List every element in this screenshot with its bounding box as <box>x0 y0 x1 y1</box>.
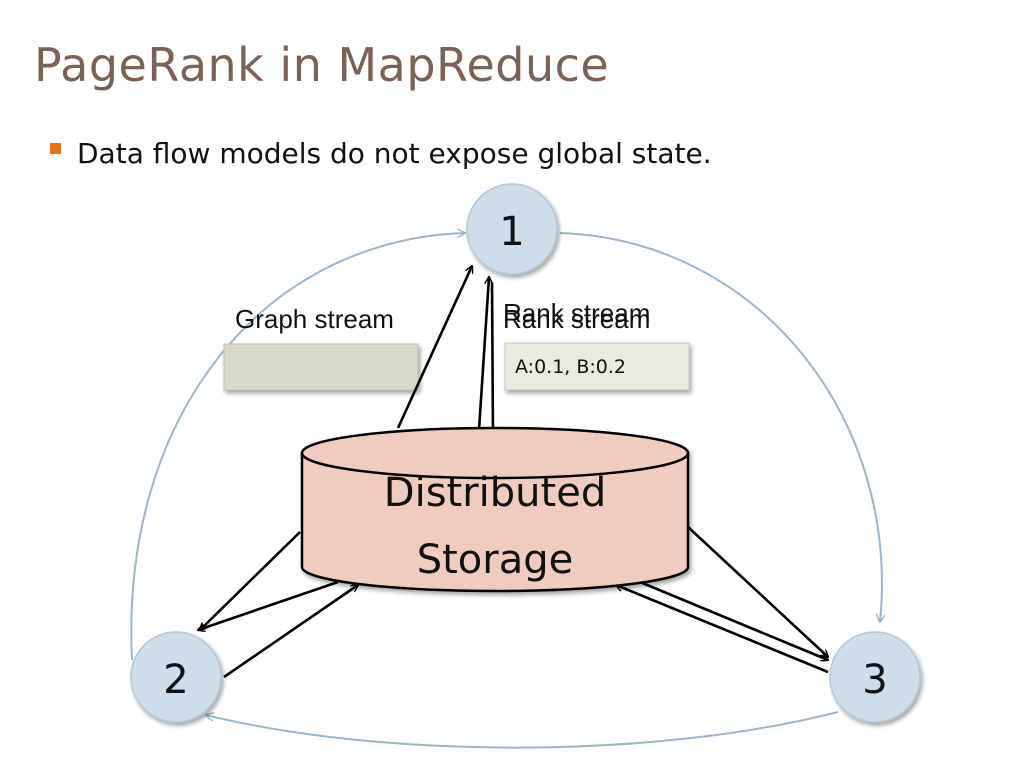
storage-body <box>300 451 690 593</box>
distributed-storage <box>300 426 690 593</box>
arrow-1-to-storage <box>492 281 493 437</box>
storage-label-line2: Storage <box>417 537 574 583</box>
ring-arrows <box>130 232 882 749</box>
rank-stream-content: A:0.1, B:0.2 <box>515 356 626 378</box>
ring-arrow-2-to-1 <box>130 233 465 661</box>
node-1 <box>466 183 558 275</box>
node-3 <box>829 631 921 723</box>
rank-stream-box <box>504 342 690 391</box>
graph-stream-box <box>223 343 419 391</box>
storage-label-line1: Distributed <box>384 470 606 516</box>
node-2 <box>130 631 222 723</box>
rank-stream-label-shadow: Rank stream <box>503 304 650 334</box>
arrow-storage-to-1-rank <box>477 277 489 431</box>
square-bullet-icon <box>50 143 61 154</box>
bullet-text: Data flow models do not expose global st… <box>77 137 712 170</box>
flow-arrows <box>198 266 829 679</box>
rank-stream-label: Rank stream <box>503 298 650 328</box>
arrow-storage-to-2-b <box>198 580 339 630</box>
node-1-label: 1 <box>499 209 524 255</box>
storage-top <box>300 426 690 480</box>
node-3-label: 3 <box>862 657 887 703</box>
arrow-storage-to-1 <box>396 266 472 429</box>
ring-arrow-3-to-2 <box>206 711 839 749</box>
ring-arrow-1-to-3 <box>559 232 882 622</box>
arrow-storage-to-3 <box>687 526 828 657</box>
arrow-storage-to-3-b <box>639 580 828 660</box>
graph-stream-label: Graph stream <box>235 304 394 334</box>
slide-title: PageRank in MapReduce <box>34 38 610 92</box>
node-2-label: 2 <box>163 657 188 703</box>
arrow-3-to-storage <box>616 585 829 674</box>
arrow-storage-to-2 <box>200 531 301 630</box>
arrow-2-to-storage <box>223 585 358 679</box>
